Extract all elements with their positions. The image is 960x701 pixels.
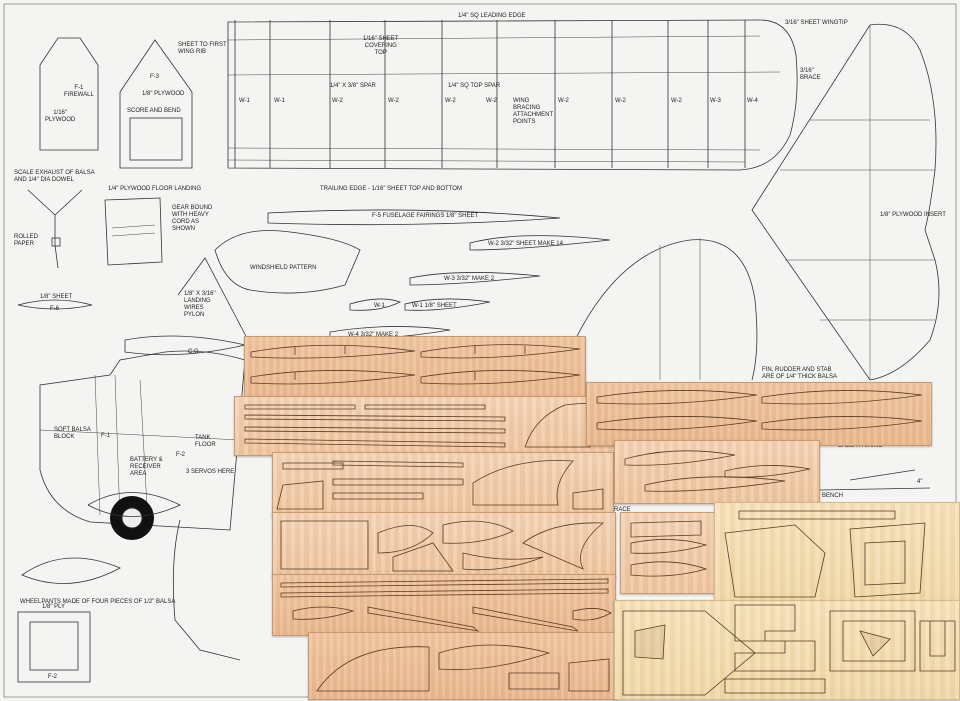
label-windshield: WINDSHIELD PATTERN	[250, 265, 317, 271]
label-f1-plywood: 1/16" PLYWOOD	[45, 110, 76, 123]
rib-label: W-4	[747, 98, 758, 104]
label-f2-bottom: F-2	[48, 674, 57, 680]
label-spar: 1/4" X 3/8" SPAR	[330, 83, 376, 89]
rib-label: W-2	[558, 98, 569, 104]
label-bench: BENCH	[822, 493, 844, 499]
label-w2-sheet: W-2 3/32" SHEET MAKE 14	[488, 241, 563, 247]
laser-cut-sheet-4	[272, 512, 616, 578]
laser-cut-sheet-5	[272, 574, 616, 636]
label-score-bend: SCORE AND BEND	[127, 108, 181, 114]
label-trailing-edge: TRAILING EDGE - 1/16" SHEET TOP AND BOTT…	[320, 186, 462, 192]
label-f6-sheet: 1/8" SHEET	[40, 294, 73, 300]
label-fin-rudder: FIN, RUDDER AND STAB ARE OF 1/4" THICK B…	[762, 367, 838, 380]
label-f1-side: F-1	[101, 433, 110, 439]
label-w3-sheet: W-3 3/32" MAKE 2	[444, 276, 495, 282]
plywood-sheet-1	[714, 502, 960, 608]
label-ply-16: 1/8" PLY	[42, 604, 66, 610]
label-brace: 3/16" BRACE	[800, 68, 821, 81]
label-w4-sheet: W-4 3/32" MAKE 2	[348, 332, 399, 338]
laser-cut-sheet-7	[586, 382, 932, 446]
rib-label: W-2	[671, 98, 682, 104]
label-f6: F-6	[50, 306, 59, 312]
rib-label: W-2	[615, 98, 626, 104]
plywood-sheet-2	[614, 600, 960, 700]
label-fuselage-fairings: F-5 FUSELAGE FAIRINGS 1/8" SHEET	[372, 213, 479, 219]
label-w1-sheet: W-1 1/8" SHEET	[412, 303, 457, 309]
laser-cut-sheet-9	[620, 512, 718, 594]
label-f3-ply: 1/8" PLYWOOD	[142, 91, 185, 97]
label-f1-firewall: F-1 FIREWALL	[64, 85, 94, 98]
laser-cut-sheet-8	[614, 440, 820, 504]
label-battery: BATTERY & RECEIVER AREA	[130, 457, 163, 477]
laser-cut-sheet-6	[308, 632, 618, 700]
label-floor-landing: 1/4" PLYWOOD FLOOR LANDING	[108, 186, 202, 192]
rib-label: W-2	[445, 98, 456, 104]
rib-label: W-1	[274, 98, 285, 104]
label-rolled-paper: ROLLED PAPER	[14, 234, 39, 247]
label-landing-wires: 1/8" X 3/16" LANDING WIRES PYLON	[184, 291, 216, 318]
label-wheelpants: WHEELPANTS MADE OF FOUR PIECES OF 1/2" B…	[20, 599, 176, 605]
label-sheet-covering: 1/16" SHEET COVERING TOP	[363, 36, 399, 56]
label-race: RACE	[614, 507, 631, 513]
label-balsa-fairing: BALSA FAIRING	[838, 443, 883, 449]
label-sheet-wingtip: 3/16" SHEET WINGTIP	[785, 20, 848, 26]
label-soft-balsa: SOFT BALSA BLOCK	[54, 427, 91, 440]
label-gear-bound: GEAR BOUND WITH HEAVY CORD AS SHOWN	[172, 205, 213, 232]
rib-label: W-3	[710, 98, 721, 104]
label-ply-insert: 1/8" PLYWOOD INSERT	[880, 212, 946, 218]
laser-cut-sheet-2	[234, 396, 618, 456]
rib-label: W-2	[486, 98, 497, 104]
label-servos: 3 SERVOS HERE	[186, 469, 235, 475]
label-sheet-first-rib: SHEET TO FIRST WING RIB	[178, 42, 227, 55]
label-exhaust: SCALE EXHAUST OF BALSA AND 1/4" DIA DOWE…	[14, 170, 95, 183]
label-four-inch: 4"	[917, 479, 923, 485]
label-w1: W-1	[374, 303, 385, 309]
label-wing-bracing: WING BRACING ATTACHMENT POINTS	[513, 98, 554, 125]
label-top-spar: 1/4" SQ TOP SPAR	[448, 83, 501, 89]
label-tank-floor: TANK FLOOR	[195, 435, 216, 448]
rib-label: W-1	[239, 98, 250, 104]
label-f2-side: F-2	[176, 452, 185, 458]
rib-label: W-2	[332, 98, 343, 104]
label-leading-edge: 1/4" SQ LEADING EDGE	[458, 13, 526, 19]
laser-cut-sheet-3	[272, 452, 614, 516]
label-cg: C.G.	[188, 349, 201, 355]
rib-label: W-2	[388, 98, 399, 104]
laser-cut-sheet-1	[244, 336, 586, 400]
label-f3: F-3	[150, 74, 159, 80]
